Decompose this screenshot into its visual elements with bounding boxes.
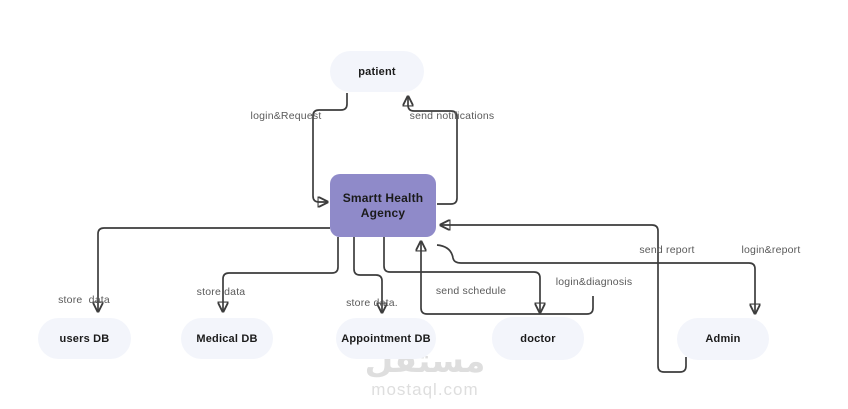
edge-send-schedule <box>383 237 540 312</box>
edge-label-login-diagnosis: login&diagnosis <box>555 276 633 288</box>
node-patient: patient <box>330 51 424 92</box>
edge-label-store-data-medical: store data <box>196 286 246 298</box>
edge-label-send-notifications: send notifications <box>409 110 495 122</box>
edge-label-login-request: login&Request <box>250 110 322 122</box>
node-appointment-db: Appointment DB <box>336 318 436 359</box>
edge-send-notifications <box>408 97 458 205</box>
edge-login-diagnosis <box>421 242 594 315</box>
edge-label-send-schedule: send schedule <box>435 285 507 297</box>
node-users-db: users DB <box>38 318 131 359</box>
node-medical-db: Medical DB <box>181 318 273 359</box>
edge-label-store-data-users: store data <box>58 294 110 306</box>
node-doctor: doctor <box>492 317 584 360</box>
edge-store-data-medical <box>223 237 339 311</box>
edge-login-report <box>436 244 755 313</box>
edge-store-data-appointment <box>353 237 382 312</box>
mostaql-domain-text: mostaql.com <box>371 380 479 399</box>
edge-label-store-data-appointment: store data. <box>346 297 398 309</box>
edge-label-login-report: login&report <box>741 244 801 256</box>
edge-store-data-users <box>98 227 330 311</box>
node-admin: Admin <box>677 318 769 360</box>
node-smartt-health-agency: Smartt Health Agency <box>330 174 436 237</box>
edge-login-request <box>312 93 348 202</box>
edge-send-report <box>441 225 687 373</box>
edge-label-send-report: send report <box>639 244 695 256</box>
